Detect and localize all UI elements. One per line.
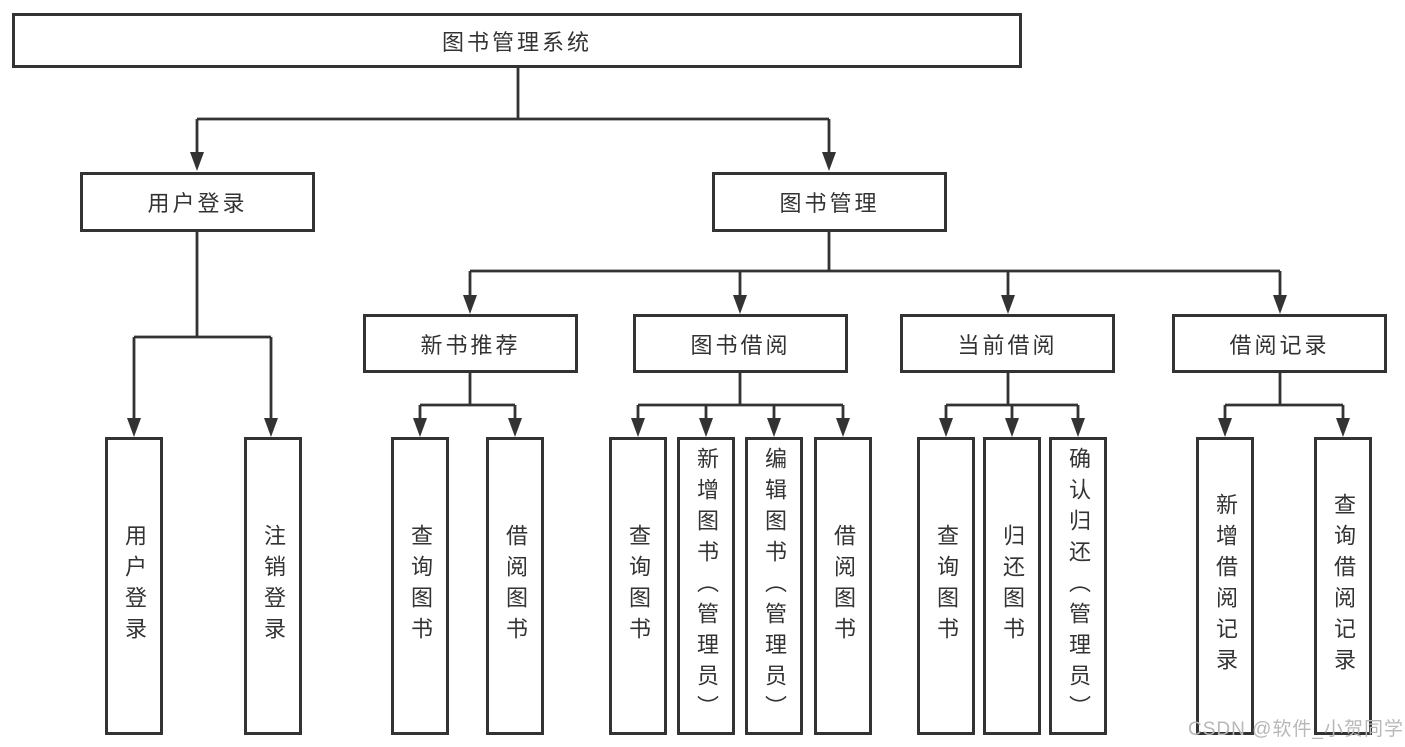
csdn-watermark: CSDN @软件_小贺同学 [1188,719,1404,740]
connector-new-book-children [418,373,517,420]
node-user-login: 用户登录 [80,172,315,232]
leaf-label: 查询图书 [408,524,433,648]
leaf-logout: 注销登录 [244,437,302,735]
leaf-borrow-books-borrow: 借阅图书 [814,437,872,735]
arrowheads-level2 [190,152,836,171]
leaf-return-books: 归还图书 [983,437,1041,735]
leaf-add-books-admin: 新增图书（管理员） [677,437,735,735]
leaf-label: 确认归还（管理员） [1066,446,1091,726]
leaf-label: 注销登录 [261,524,286,648]
leaf-query-books-current: 查询图书 [917,437,975,735]
leaf-confirm-return-admin: 确认归还（管理员） [1049,437,1107,735]
connector-user-login-children [132,232,273,420]
leaf-label: 查询图书 [934,524,959,648]
node-borrow-records: 借阅记录 [1172,314,1387,373]
leaf-edit-books-admin: 编辑图书（管理员） [745,437,803,735]
arrowheads-level3 [463,295,1287,314]
leaf-add-borrow-record: 新增借阅记录 [1196,437,1254,735]
leaf-label: 新增图书（管理员） [694,446,719,726]
leaf-user-login: 用户登录 [105,437,163,735]
leaf-label: 借阅图书 [831,524,856,648]
connector-current-borrow-children [944,373,1080,420]
leaf-query-books-recommend: 查询图书 [391,437,449,735]
node-current-borrow: 当前借阅 [900,314,1115,373]
leaf-query-borrow-record: 查询借阅记录 [1314,437,1372,735]
arrowheads-user-login-children [127,418,278,437]
node-book-management: 图书管理 [712,172,947,232]
connector-book-borrow-children [636,373,845,420]
connector-borrow-records-children [1223,373,1345,420]
leaf-label: 编辑图书（管理员） [762,446,787,726]
node-root-library-system: 图书管理系统 [12,13,1022,68]
leaf-query-books-borrow: 查询图书 [609,437,667,735]
leaf-label: 查询图书 [626,524,651,648]
leaf-label: 查询借阅记录 [1331,493,1356,679]
node-new-book-recommend: 新书推荐 [363,314,578,373]
connector-root-to-level2 [195,68,831,154]
leaf-borrow-books-recommend: 借阅图书 [486,437,544,735]
leaf-label: 用户登录 [122,524,147,648]
arrowheads-leaves [413,418,1350,437]
leaf-label: 新增借阅记录 [1213,493,1238,679]
leaf-label: 借阅图书 [503,524,528,648]
leaf-label: 归还图书 [1000,524,1025,648]
node-book-borrow: 图书借阅 [633,314,848,373]
connector-book-management-to-level3 [468,232,1282,297]
